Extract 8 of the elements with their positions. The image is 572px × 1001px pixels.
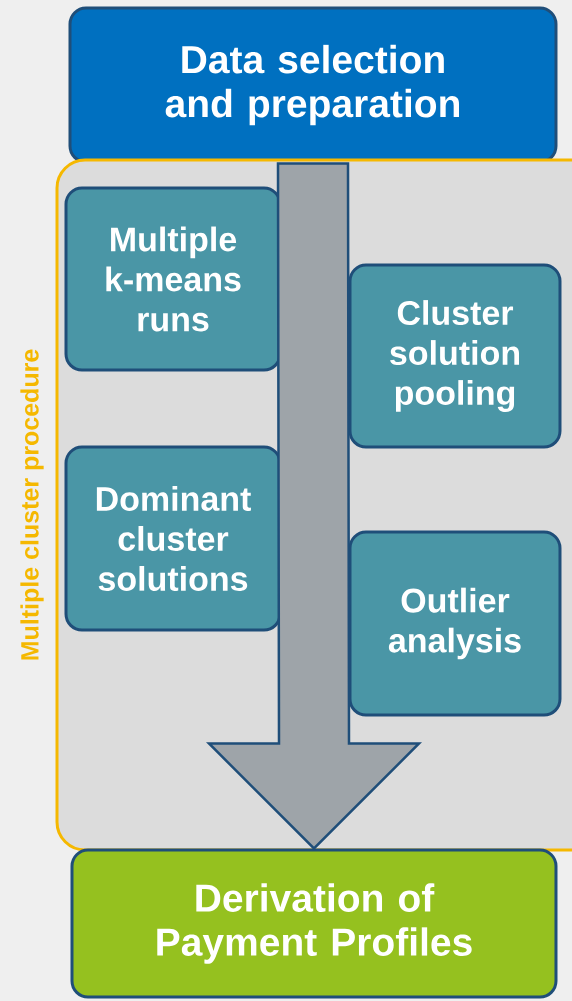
node-label: Multiple cluster procedure (20, 349, 44, 660)
step-box: Multiple k-means runs (64, 186, 282, 372)
step-box: Outlier analysis (348, 530, 562, 717)
result-box: Derivation of Payment Profiles (70, 848, 558, 999)
step-box: Cluster solution pooling (348, 263, 562, 449)
process-box: Data selection and preparation (68, 6, 558, 164)
step-box: Dominant cluster solutions (64, 445, 282, 632)
block-arrow (206, 162, 422, 851)
